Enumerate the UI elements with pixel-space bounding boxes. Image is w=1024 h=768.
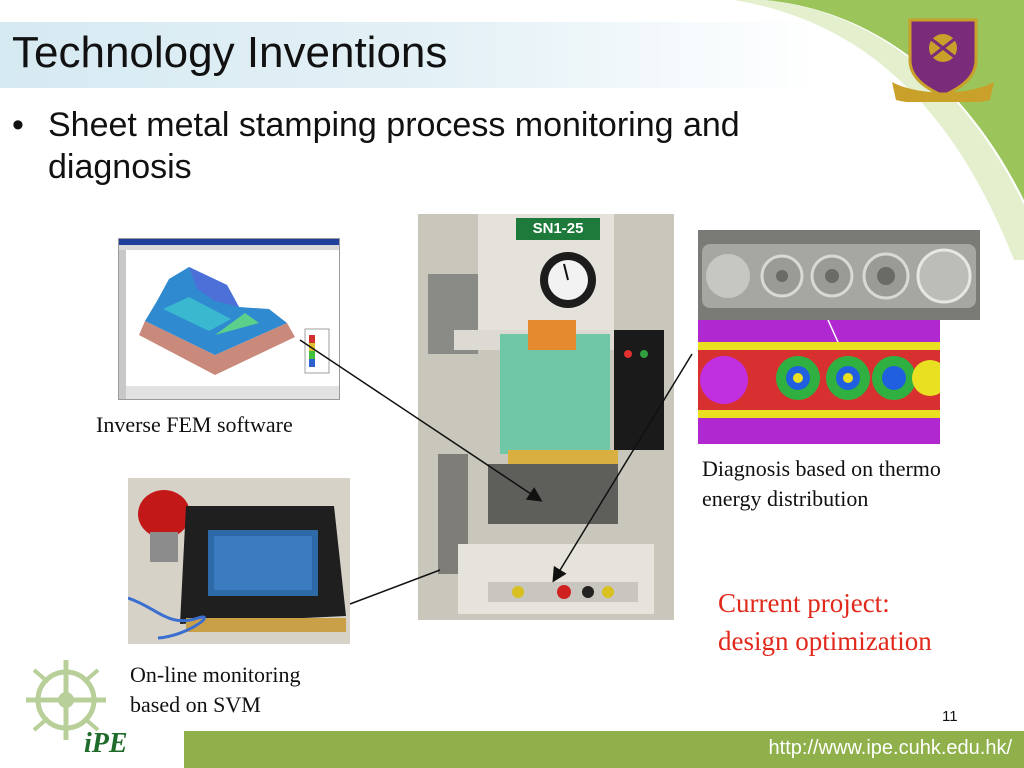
slide-title: Technology Inventions [12,28,448,77]
bullet-point: • Sheet metal stamping process monitorin… [12,104,892,188]
fem-caption: Inverse FEM software [96,412,293,437]
thermo-caption-line1: Diagnosis based on thermo [702,456,941,481]
page-number: 11 [942,708,958,725]
project-line2: design optimization [718,626,932,656]
title-band [0,22,820,88]
svm-monitor-graphic [128,478,350,644]
svm-caption-line1: On-line monitoring [130,662,301,687]
ipe-logo-text: iPE [84,728,128,759]
stamping-press-image: SN1-25 [418,214,674,620]
current-project-note: Current project: design optimization [718,584,932,660]
bullet-marker: • [12,106,24,144]
svm-caption: On-line monitoring based on SVM [130,660,300,720]
thermo-caption: Diagnosis based on thermo energy distrib… [702,454,941,514]
fem-screenshot-graphic [119,239,339,399]
thermo-caption-line2: energy distribution [702,486,869,511]
svm-monitor-image [128,478,350,644]
thermal-image [698,320,940,444]
footer-url-link[interactable]: http://www.ipe.cuhk.edu.hk/ [768,737,1012,759]
stamped-part-graphic [698,230,980,320]
university-crest-logo [892,18,994,102]
ipe-logo [26,660,106,740]
press-plate-label: SN1-25 [532,220,584,237]
project-line1: Current project: [718,588,890,618]
footer-bar: http://www.ipe.cuhk.edu.hk/ [184,731,1024,768]
stamping-press-graphic [418,214,674,620]
svm-caption-line2: based on SVM [130,692,261,717]
stamped-part-image [698,230,980,320]
fem-software-image [118,238,340,400]
bullet-text: Sheet metal stamping process monitoring … [48,106,740,186]
thermal-graphic [698,320,940,444]
